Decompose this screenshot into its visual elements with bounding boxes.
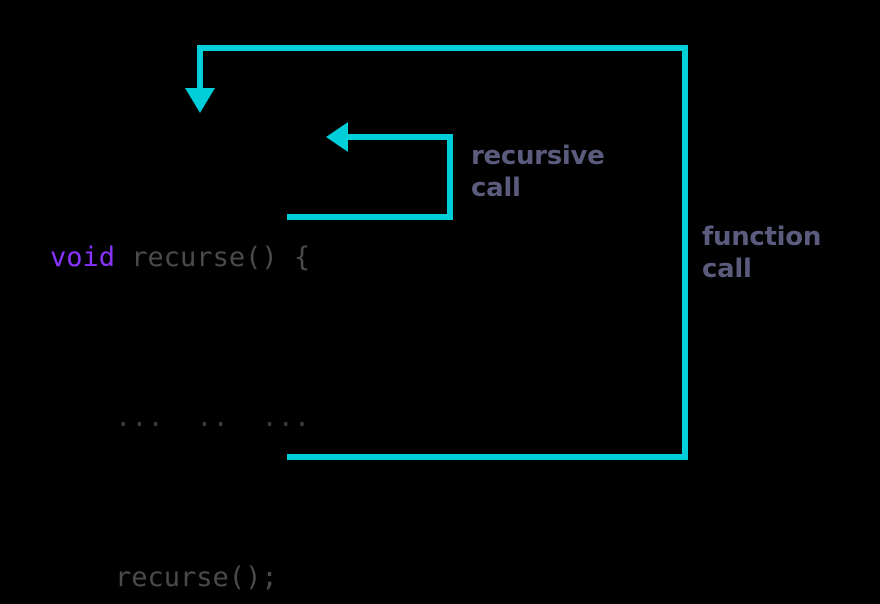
code-block: void recurse() { ... .. ... recurse(); .…	[50, 118, 310, 604]
recursive-call-arrow	[287, 122, 453, 220]
recursive-call-label: recursive call	[471, 141, 605, 203]
code-line-recursive-call: recurse();	[50, 562, 278, 593]
code-line-ellipsis-1: ... .. ...	[50, 402, 311, 433]
function-call-arrow	[185, 45, 688, 460]
code-line-void-signature: void recurse() {	[50, 238, 310, 278]
function-call-label: function call	[702, 222, 822, 284]
keyword-void: void	[50, 242, 116, 273]
signature-recurse: recurse() {	[115, 242, 311, 273]
